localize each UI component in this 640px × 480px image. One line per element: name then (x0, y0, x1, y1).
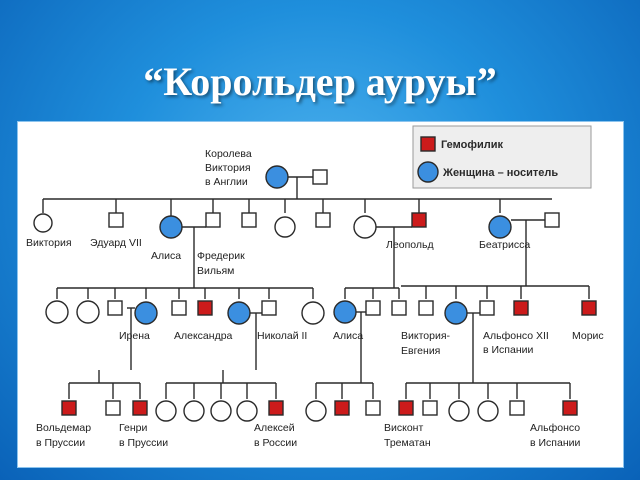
carrier-female-symbol (227, 301, 251, 325)
person-label: Вильям (197, 265, 234, 277)
person-label: Генри (119, 422, 147, 434)
person-label: Виктория (26, 237, 72, 249)
male-symbol (479, 300, 495, 316)
female-symbol (477, 400, 499, 422)
person-label: Королева (205, 148, 252, 160)
male-symbol (391, 300, 407, 316)
hemophiliac-male-symbol (268, 400, 284, 416)
person-label: Евгения (401, 345, 440, 357)
carrier-female-symbol (488, 215, 512, 239)
person-label: Виктория- (401, 330, 451, 342)
person-label: Алексей (254, 422, 295, 434)
female-symbol (155, 400, 177, 422)
person-label: Морис (572, 330, 604, 342)
female-symbol (183, 400, 205, 422)
person-label: в Испании (483, 344, 533, 356)
female-symbol (210, 400, 232, 422)
female-symbol (236, 400, 258, 422)
female-symbol (448, 400, 470, 422)
male-symbol (509, 400, 525, 416)
hemophiliac-male-symbol (398, 400, 414, 416)
legend-hemophiliac-label: Гемофилик (441, 139, 503, 151)
male-symbol (205, 212, 221, 228)
person-label: Вольдемар (36, 422, 91, 434)
person-label: Трематан (384, 437, 431, 449)
male-symbol (544, 212, 560, 228)
carrier-female-symbol (444, 301, 468, 325)
person-label: в Пруссии (36, 437, 85, 449)
person-label: Леопольд (386, 239, 434, 251)
person-label: в Англии (205, 176, 248, 188)
male-symbol (315, 212, 331, 228)
male-symbol (365, 400, 381, 416)
carrier-female-symbol (134, 301, 158, 325)
male-symbol (107, 300, 123, 316)
female-symbol (76, 300, 100, 324)
male-symbol (171, 300, 187, 316)
person-label: Фредерик (197, 250, 245, 262)
hemophiliac-male-symbol (513, 300, 529, 316)
hemophiliac-male-symbol (411, 212, 427, 228)
hemophiliac-male-symbol (581, 300, 597, 316)
slide-title: “Корольдер ауруы” (143, 59, 497, 104)
carrier-female-symbol (265, 165, 289, 189)
male-symbol (312, 169, 328, 185)
person-label: Эдуард VII (90, 237, 142, 249)
hemophiliac-male-symbol (197, 300, 213, 316)
legend-carrier-label: Женщина – носитель (442, 167, 558, 179)
female-symbol (301, 301, 325, 325)
person-label: Альфонсо XII (483, 330, 549, 342)
person-label: Альфонсо (530, 422, 580, 434)
person-label: Ирена (119, 330, 150, 342)
carrier-female-symbol (333, 300, 357, 324)
person-label: Виктория (205, 162, 251, 174)
person-label: Висконт (384, 422, 423, 434)
hemophiliac-male-symbol (420, 136, 436, 152)
carrier-female-symbol (417, 161, 439, 183)
person-label: Алиса (333, 330, 363, 342)
person-label: в Испании (530, 437, 580, 449)
female-symbol (33, 213, 53, 233)
hemophiliac-male-symbol (61, 400, 77, 416)
male-symbol (418, 300, 434, 316)
male-symbol (108, 212, 124, 228)
carrier-female-symbol (159, 215, 183, 239)
male-symbol (261, 300, 277, 316)
male-symbol (105, 400, 121, 416)
person-label: в Пруссии (119, 437, 168, 449)
person-label: Александра (174, 330, 233, 342)
person-label: в России (254, 437, 297, 449)
male-symbol (241, 212, 257, 228)
legend-box (412, 125, 592, 189)
person-label: Николай II (257, 330, 307, 342)
male-symbol (365, 300, 381, 316)
hemophiliac-male-symbol (334, 400, 350, 416)
hemophiliac-male-symbol (562, 400, 578, 416)
person-label: Алиса (151, 250, 181, 262)
person-label: Беатрисса (479, 239, 530, 251)
female-symbol (305, 400, 327, 422)
hemophiliac-male-symbol (132, 400, 148, 416)
female-symbol (353, 215, 377, 239)
female-symbol (274, 216, 296, 238)
female-symbol (45, 300, 69, 324)
male-symbol (422, 400, 438, 416)
